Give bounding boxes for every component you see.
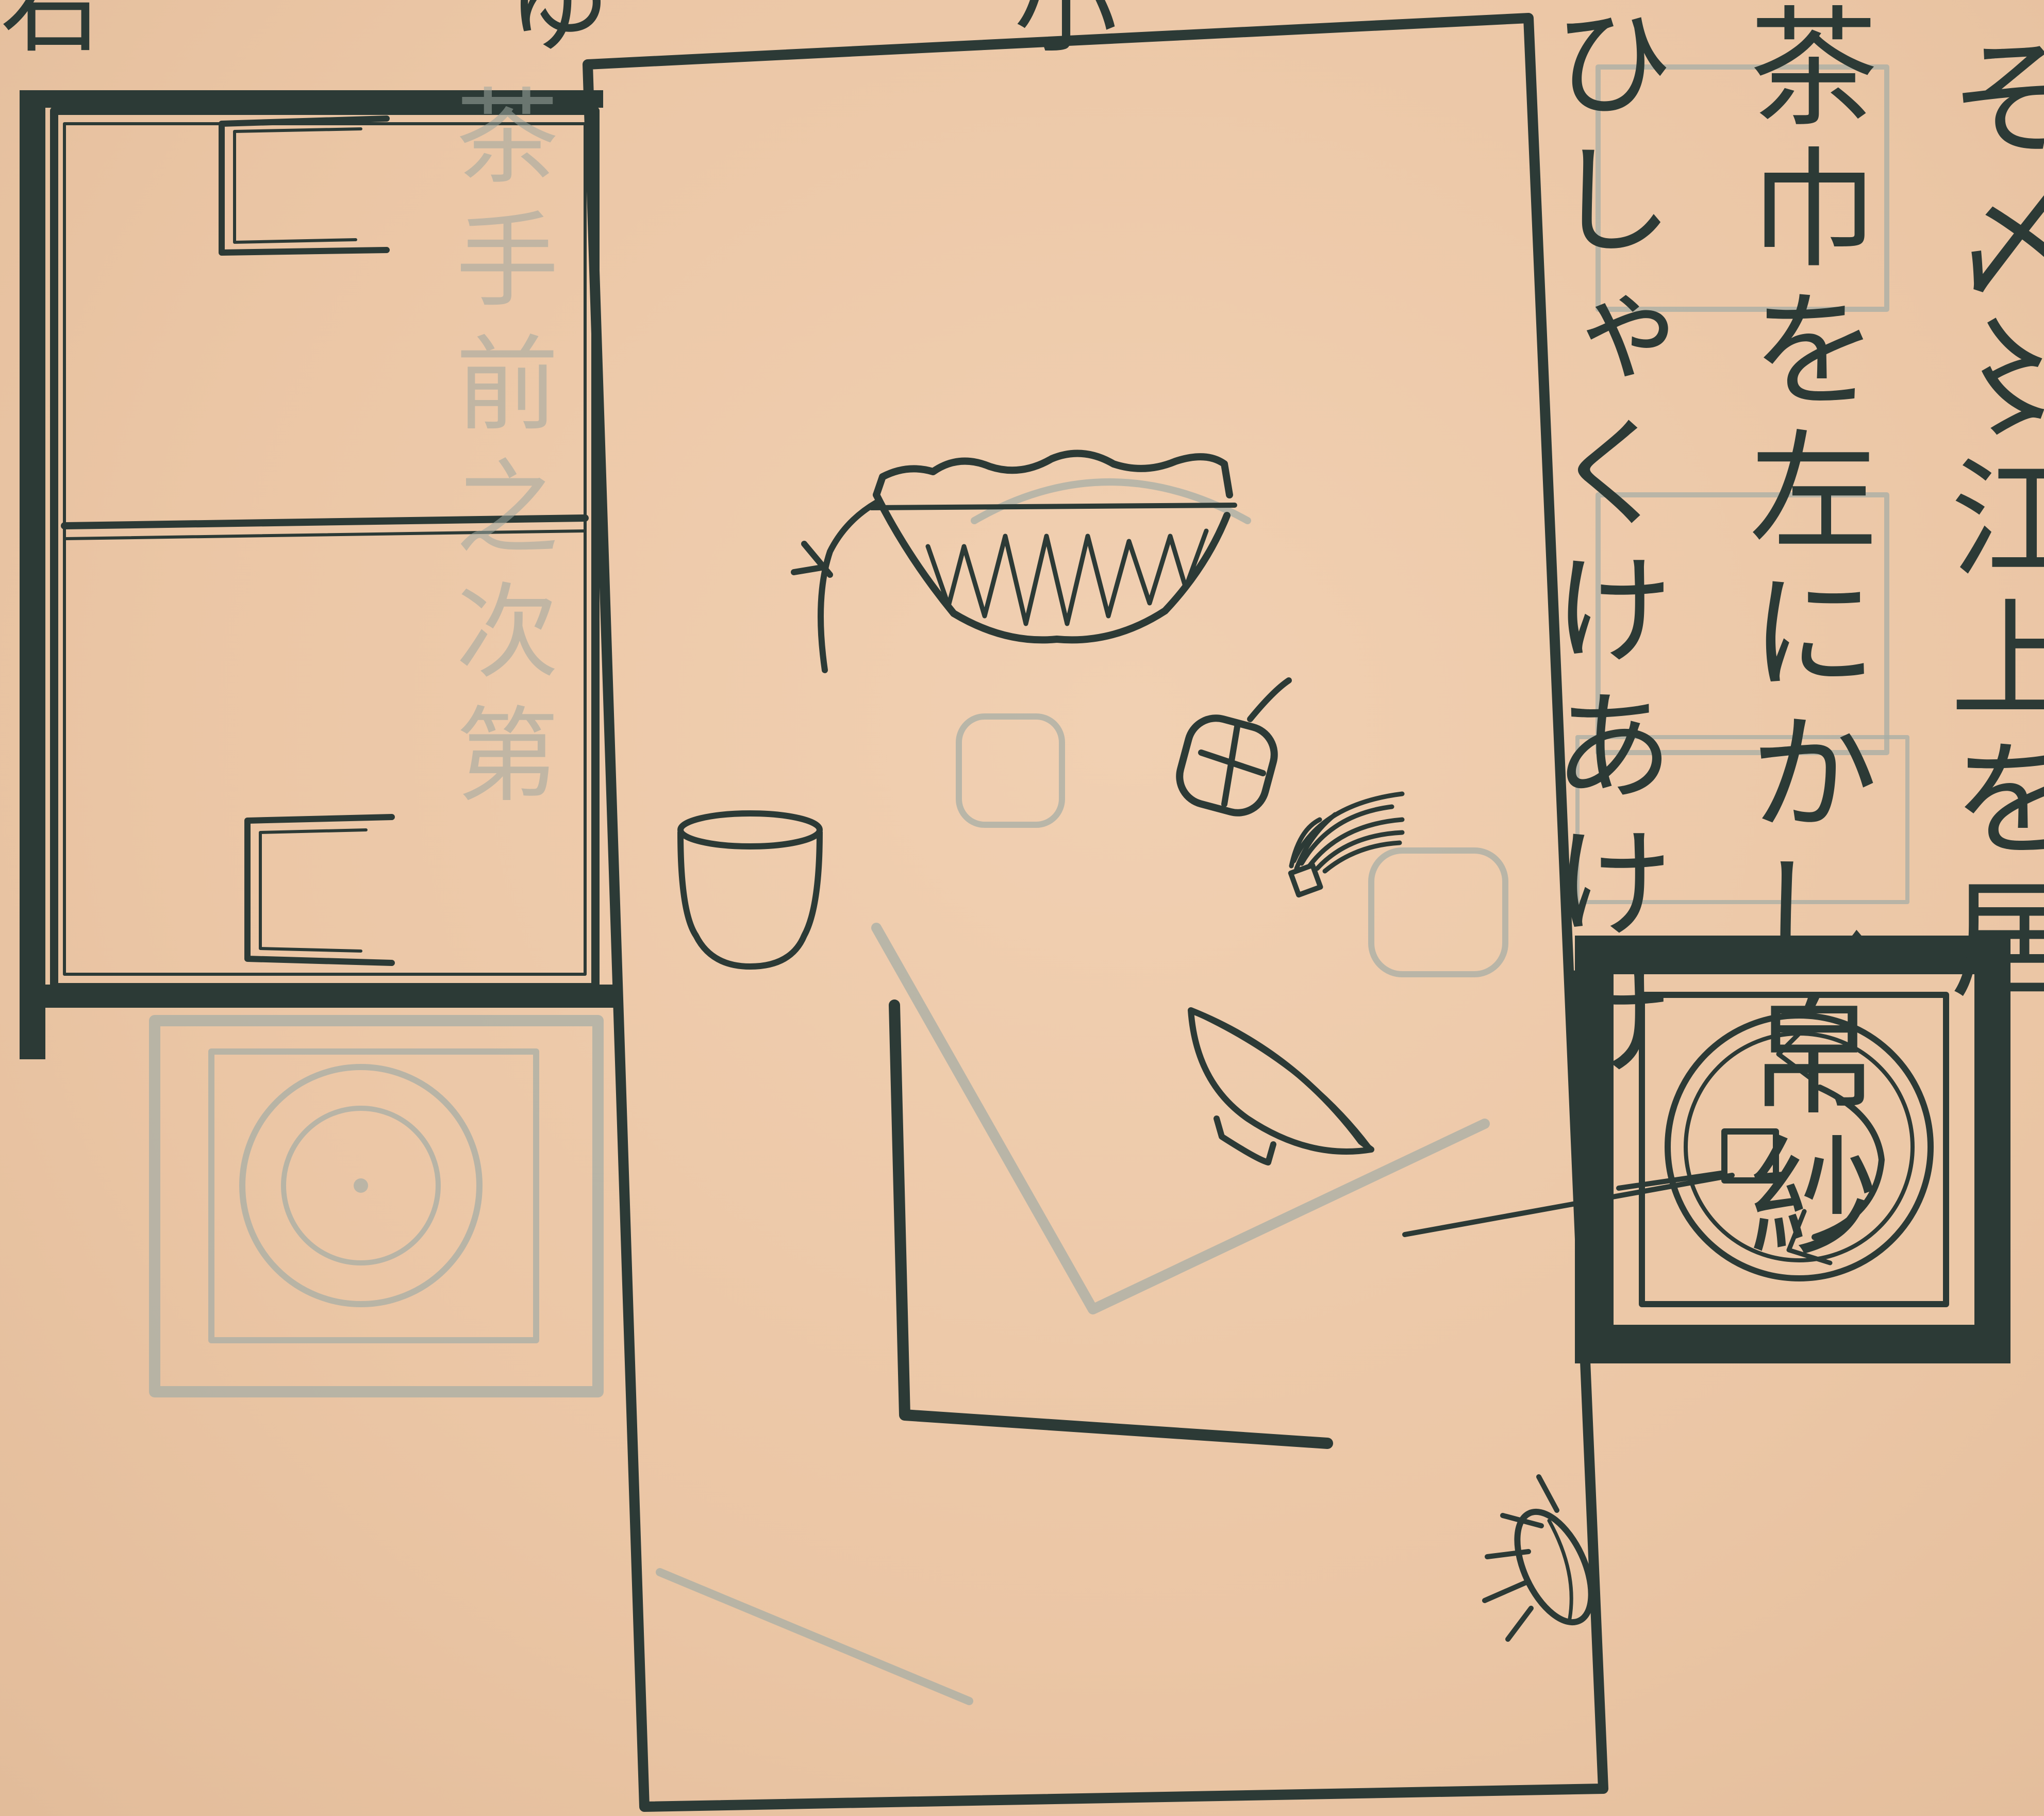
- tatami-mat-outline: [583, 13, 1608, 1812]
- ro-sunken-hearth: [1402, 936, 2010, 1363]
- cut-off-top-text: 右 ゆ 小: [0, 0, 1303, 67]
- text-column-right: そ〆〻江上を居: [1928, 31, 2044, 1012]
- tana-shelf: [20, 90, 618, 1059]
- bleed-through-text: 茶手前之次第: [438, 82, 558, 825]
- insect-drawing: [1482, 1474, 1594, 1642]
- hishaku-ladle: [889, 999, 1333, 1449]
- chasen-whisk: [1288, 791, 1405, 898]
- bleed-through-drawing: [149, 64, 1909, 1705]
- kensui-waste-water-cup: [677, 810, 823, 970]
- text-column-inner: ひしゃくけあけけ: [1532, 0, 1672, 1093]
- natsume-tea-caddy: [1176, 677, 1292, 817]
- mizusashi-water-jar: [791, 449, 1237, 673]
- chawan-tea-bowl: [1188, 1007, 1374, 1165]
- text-column-middle: 茶巾を左にかし帛紗: [1727, 0, 1877, 1271]
